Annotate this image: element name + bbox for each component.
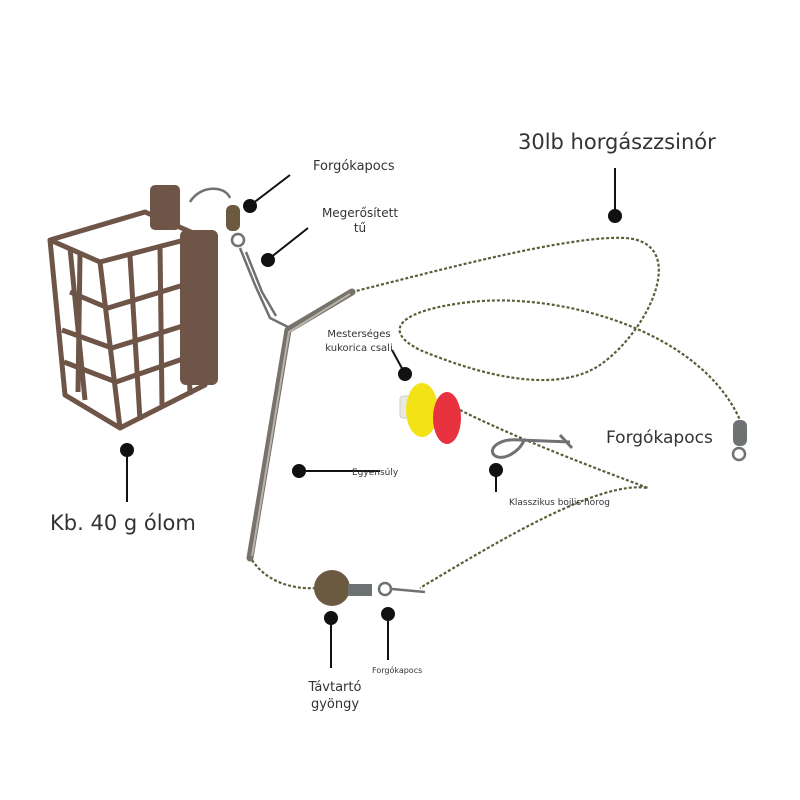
pointer-dot-balance [292, 464, 306, 478]
feeder-cage [47, 209, 208, 431]
pointers [120, 168, 622, 668]
boilie-hook [491, 433, 574, 459]
boom-highlight [251, 293, 351, 557]
balance-boom [246, 288, 356, 562]
hook-label: Klasszikus bojlis horog [509, 498, 610, 508]
lead-label: Kb. 40 g ólom [50, 511, 196, 535]
fishing-line [251, 236, 742, 590]
line-label: 30lb horgászzsinór [518, 130, 716, 154]
pointer-dot-bead [324, 611, 338, 625]
pin-label-line2: tű [353, 221, 367, 235]
pointer-dot-hook [489, 463, 503, 477]
lower-line [251, 559, 319, 590]
bead-label-line2: gyöngy [310, 697, 360, 712]
pointer-dot-lead [120, 443, 134, 457]
pointer-dot-swivel-top [243, 199, 257, 213]
boom-tube [246, 288, 356, 562]
right-swivel [731, 420, 747, 462]
spacer-bead [314, 570, 372, 606]
swivel-bottom-label: Forgókapocs [372, 666, 423, 675]
feeder-lead-weight [150, 185, 218, 385]
pointer-dot-line [608, 209, 622, 223]
pin-label: Megerősített tű [310, 206, 410, 236]
bead-label-line1: Távtartó [308, 680, 362, 695]
artificial-corn-bait [399, 383, 461, 444]
pointer-dot-bait [398, 367, 412, 381]
top-swivel [188, 187, 291, 330]
bait-label: Mesterséges kukorica csali [308, 328, 410, 356]
swivel-top-label: Forgókapocs [313, 159, 395, 174]
pin-label-line1: Megerősített [321, 206, 399, 220]
pointer-dot-pin [261, 253, 275, 267]
bottom-swivel [377, 581, 426, 597]
swivel-right-label: Forgókapocs [606, 428, 713, 448]
bait-label-line2: kukorica csali [325, 343, 393, 354]
bead-label: Távtartó gyöngy [290, 679, 380, 713]
balance-label: Egyensúly [352, 468, 399, 478]
bait-label-line1: Mesterséges [327, 329, 391, 340]
main-line-loop [351, 236, 742, 421]
pointer-dot-swivel-bottom [381, 607, 395, 621]
